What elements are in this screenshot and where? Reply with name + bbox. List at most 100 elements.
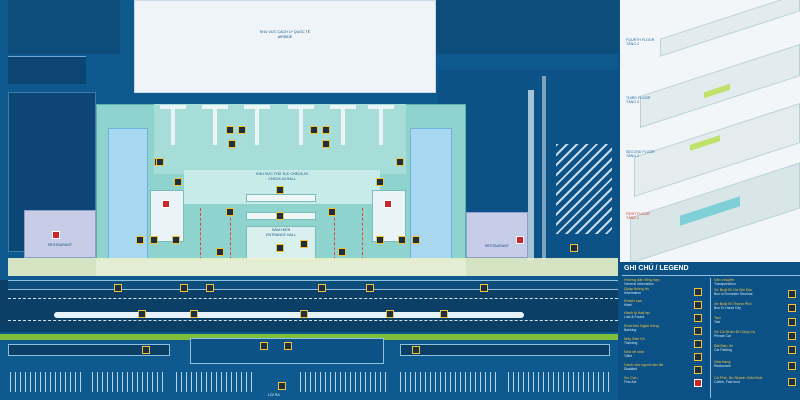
escalator-icon[interactable] (338, 248, 346, 256)
toilet-icon[interactable] (52, 231, 60, 239)
restaurant-icon[interactable] (376, 178, 384, 186)
elevator-icon[interactable] (228, 140, 236, 148)
pier-zone (154, 104, 406, 174)
first-aid-icon (694, 379, 702, 387)
restaurant-icon[interactable] (174, 178, 182, 186)
taxi-icon[interactable] (190, 310, 198, 318)
toilet-icon[interactable] (384, 200, 392, 208)
toilet-icon (694, 353, 702, 361)
floor-panel: FOURTH FLOOR TẦNG 4 THIRD FLOOR TẦNG 3 S… (618, 0, 800, 264)
parking-lot-2 (92, 372, 164, 392)
bus-icon[interactable] (114, 284, 122, 292)
parking-lot-3 (176, 372, 256, 392)
toilet-icon[interactable] (162, 200, 170, 208)
gate-icon[interactable] (396, 158, 404, 166)
parking-icon[interactable] (260, 342, 268, 350)
elevator-icon[interactable] (322, 140, 330, 148)
floor-3-label: THIRD FLOOR TẦNG 3 (626, 96, 686, 104)
escalator-icon[interactable] (322, 126, 330, 134)
boundary-line-left (230, 208, 231, 260)
bank-icon (694, 327, 702, 335)
floor-1-label: FIRST FLOOR TẦNG 1 (626, 212, 686, 220)
pier-4-stem (299, 105, 303, 145)
phone-icon[interactable] (300, 240, 308, 248)
parking-lot-6 (508, 372, 612, 392)
legend-left-icons (694, 282, 704, 400)
floor-4-slab (660, 0, 800, 57)
gate-icon[interactable] (172, 236, 180, 244)
car-icon[interactable] (366, 284, 374, 292)
info-icon[interactable] (310, 126, 318, 134)
parking-lot-1 (10, 372, 82, 392)
floor-4-label: FOURTH FLOOR TẦNG 4 (626, 38, 686, 46)
left-restaurant-label: RESTAURANT (47, 243, 73, 247)
elevator-icon[interactable] (328, 208, 336, 216)
bus-icon[interactable] (138, 310, 146, 318)
pier-1-stem (171, 105, 175, 145)
floor-3-sub: TẦNG 3 (626, 100, 639, 104)
gate-icon[interactable] (136, 236, 144, 244)
car-icon[interactable] (412, 346, 420, 354)
bus-icon[interactable] (440, 310, 448, 318)
road-band-top (8, 280, 618, 290)
pier-2-stem (213, 105, 217, 145)
taxi-icon[interactable] (300, 310, 308, 318)
legend-separator (710, 278, 711, 398)
escalator-icon[interactable] (216, 248, 224, 256)
grass-strip (0, 334, 618, 340)
elevator-icon[interactable] (226, 208, 234, 216)
gate-icon[interactable] (150, 236, 158, 244)
airside-zone-sublabel: AIRSIDE (277, 35, 293, 39)
median-island (54, 312, 524, 318)
disabled-icon (694, 366, 702, 374)
taxi-icon[interactable] (180, 284, 188, 292)
gate-icon[interactable] (398, 236, 406, 244)
toilet-icon[interactable] (516, 236, 524, 244)
floor-4-name: FOURTH FLOOR (626, 38, 655, 42)
lane-marking-1 (8, 298, 618, 299)
parking-lot-4 (300, 372, 386, 392)
taxi-icon[interactable] (318, 284, 326, 292)
boundary-line-right-2 (362, 208, 363, 260)
parking-icon[interactable] (278, 382, 286, 390)
car-icon (788, 332, 796, 340)
floor-1-name: FIRST FLOOR (626, 212, 650, 216)
right-room (372, 190, 406, 242)
right-restaurant-label: RESTAURANT (484, 244, 510, 248)
terminal-map: KHU VỰC CÁCH LY QUỐC TẾ AIRSIDE RESTAURA… (0, 0, 618, 397)
airside-zone-label: KHU VỰC CÁCH LY QUỐC TẾ (259, 30, 311, 34)
car-icon[interactable] (206, 284, 214, 292)
escalator-icon[interactable] (238, 126, 246, 134)
parking-icon (788, 346, 796, 354)
gate-icon[interactable] (376, 236, 384, 244)
atm-icon[interactable] (276, 244, 284, 252)
gate-icon[interactable] (412, 236, 420, 244)
car-icon[interactable] (142, 346, 150, 354)
info-icon[interactable] (276, 186, 284, 194)
restaurant-icon[interactable] (156, 158, 164, 166)
parking-icon[interactable] (284, 342, 292, 350)
info-icon[interactable] (276, 212, 284, 220)
bus-icon[interactable] (570, 244, 578, 252)
check-in-hall-sublabel: CHECK-IN HALL (268, 177, 296, 181)
check-in-hall-label: KHU VỰC THỦ TỤC CHECK-IN (256, 172, 308, 176)
lower-strip (8, 344, 170, 356)
car-icon[interactable] (386, 310, 394, 318)
parking-bays (556, 144, 612, 234)
apron-right (436, 0, 618, 54)
floor-2-name: SECOND FLOOR (626, 150, 655, 154)
bus-icon[interactable] (480, 284, 488, 292)
info-icon[interactable] (226, 126, 234, 134)
exit-label: LỐI RA (268, 393, 280, 397)
floor-4-sub: TẦNG 4 (626, 42, 639, 46)
restaurant-icon (788, 362, 796, 370)
